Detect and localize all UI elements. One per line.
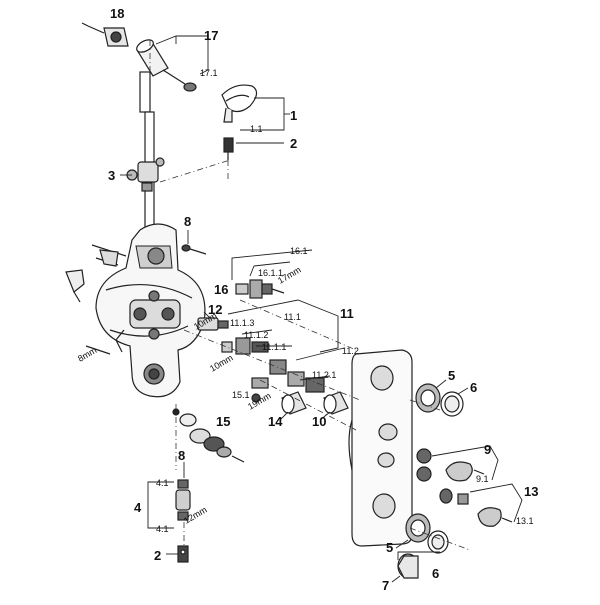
callout-6-upper: 6 (470, 380, 477, 395)
callout-4-1-lower: 4.1 (156, 524, 169, 534)
part-18-screw (81, 22, 105, 34)
part-2-connector-top (223, 137, 234, 160)
callout-11-2-1: 11.2.1 (312, 370, 336, 380)
part-18-bracket (103, 27, 129, 47)
part-16-valve-assembly (235, 279, 285, 299)
callout-11-1-2: 11.1.2 (244, 330, 268, 340)
part-5-ring-upper (415, 383, 441, 413)
callout-4-1-upper: 4.1 (156, 478, 169, 488)
part-14-nut (281, 391, 307, 415)
callout-5-upper: 5 (448, 368, 455, 383)
escutcheon-plate (348, 349, 413, 547)
callout-16-1-1: 16.1.1 (258, 268, 283, 278)
dim-19mm: 19mm (246, 391, 273, 412)
callout-2-lower: 2 (154, 548, 161, 563)
part-15-1-seal (251, 377, 269, 403)
part-3-slider (126, 157, 165, 192)
part-2-connector-bottom (177, 545, 189, 563)
callout-9: 9 (484, 442, 491, 457)
part-6-cover-upper (440, 391, 464, 417)
callout-9-1: 9.1 (476, 474, 489, 484)
callout-1-1: 1.1 (250, 124, 263, 134)
part-11-cartridge-assembly (221, 337, 325, 393)
dim-8mm: 8mm (76, 345, 98, 364)
callout-6-lower: 6 (432, 566, 439, 581)
callout-8-upper: 8 (184, 214, 191, 229)
part-4-extension (175, 479, 191, 521)
part-9-lever (416, 448, 485, 482)
part-7-knob (397, 553, 419, 579)
callout-7: 7 (382, 578, 389, 593)
callout-18: 18 (110, 6, 124, 21)
part-8-screw-upper (181, 244, 207, 255)
leader-lines (120, 35, 523, 583)
callout-11: 11 (340, 306, 354, 321)
slide-rail (139, 71, 155, 233)
callout-8-lower: 8 (178, 448, 185, 463)
callout-13: 13 (524, 484, 538, 499)
part-6-cover-lower (427, 530, 449, 554)
callout-10: 10 (312, 414, 326, 429)
part-13-lever (439, 488, 513, 527)
callout-11-2: 11.2 (342, 346, 359, 356)
callout-17-1: 17.1 (200, 68, 218, 78)
part-15-check-valve-set (172, 408, 245, 463)
part-17-1-screw (162, 69, 197, 92)
callout-labels: 18 17 17.1 1 1.1 2 3 8 16.1 16.1.1 16 12… (108, 6, 538, 593)
callout-17: 17 (204, 28, 218, 43)
part-17-sleeve (136, 39, 169, 77)
callout-16: 16 (214, 282, 228, 297)
callout-12: 12 (208, 302, 222, 317)
callout-2-top: 2 (290, 136, 297, 151)
mounting-screws-left (65, 244, 127, 355)
callout-11-1: 11.1 (284, 312, 301, 322)
callout-14: 14 (268, 414, 283, 429)
callout-1: 1 (290, 108, 297, 123)
callout-11-1-3: 11.1.3 (230, 318, 254, 328)
part-5-ring-lower (405, 513, 431, 543)
dim-10mm-b: 10mm (208, 353, 235, 374)
callout-3: 3 (108, 168, 115, 183)
main-body-housing (95, 223, 206, 398)
callout-16-1: 16.1 (290, 246, 308, 256)
part-12-cartridge (197, 317, 229, 331)
part-1-hand-shower (221, 84, 258, 123)
part-10-nut (323, 391, 349, 415)
callout-11-1-1: 11.1.1 (262, 342, 286, 352)
callout-15: 15 (216, 414, 230, 429)
callout-4: 4 (134, 500, 142, 515)
callout-13-1: 13.1 (516, 516, 534, 526)
center-lines (149, 40, 471, 551)
callout-15-1: 15.1 (232, 390, 250, 400)
callout-5-lower: 5 (386, 540, 393, 555)
